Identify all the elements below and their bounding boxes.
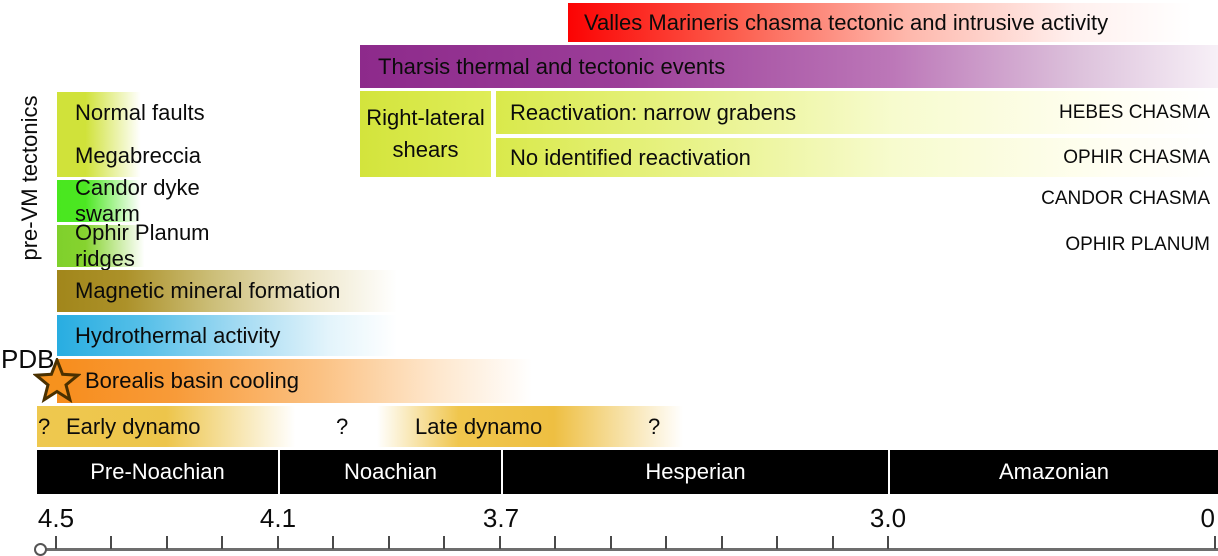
axis-tick: [887, 536, 890, 549]
ophir-chasma-label: OPHIR CHASMA: [1063, 146, 1210, 168]
axis-tick: [831, 536, 834, 549]
axis-tick: [720, 536, 723, 549]
axis-tick: [332, 536, 335, 549]
age-label-0: 0: [1200, 503, 1215, 533]
mid-dynamo-question-mark: ?: [336, 413, 349, 439]
age-label-3-7: 3.7: [482, 503, 520, 533]
axis-tick: [276, 536, 279, 549]
epoch-amazonian: Amazonian: [888, 450, 1218, 494]
hydrothermal-activity-label: Hydrothermal activity: [75, 322, 281, 348]
axis-tick: [221, 536, 224, 549]
ophir-planum-label: OPHIR PLANUM: [1065, 234, 1210, 255]
magnetic-mineral-formation-label: Magnetic mineral formation: [75, 278, 341, 303]
axis-tick: [1214, 536, 1216, 549]
axis-tick: [776, 536, 779, 549]
axis-tick: [55, 536, 57, 549]
axis-tick: [110, 536, 113, 549]
late-dynamo-label: Late dynamo: [415, 413, 543, 439]
epoch-pre-noachian: Pre-Noachian: [90, 459, 225, 484]
pre-vm-tectonics-group-label: pre-VM tectonics: [17, 95, 42, 261]
normal-faults-megabreccia-bar: Normal faults Megabreccia: [57, 92, 247, 177]
valles-marineris-activity-label: Valles Marineris chasma tectonic and int…: [584, 9, 1109, 35]
dynamo-bar: [37, 406, 717, 447]
tharsis-events-bar: Tharsis thermal and tectonic events: [360, 45, 1218, 88]
axis-origin-circle-icon: [34, 543, 47, 556]
epoch-hesperian: Hesperian: [501, 450, 888, 494]
normal-faults-label: Normal faults: [75, 100, 205, 126]
no-reactivation-bar: No identified reactivation OPHIR CHASMA: [496, 138, 1218, 177]
right-lateral-shears-bar: Right-lateral shears: [360, 91, 491, 177]
reactivation-grabens-label: Reactivation: narrow grabens: [510, 99, 797, 125]
candor-dyke-swarm-label: Candor dyke swarm: [75, 175, 200, 226]
no-reactivation-label: No identified reactivation: [510, 144, 751, 170]
epoch-noachian: Noachian: [278, 450, 501, 494]
megabreccia-label: Megabreccia: [75, 142, 201, 168]
axis-tick: [443, 536, 446, 549]
epoch-bar: Pre-Noachian Noachian Hesperian Amazonia…: [37, 450, 1218, 494]
borealis-basin-cooling-label: Borealis basin cooling: [85, 368, 300, 393]
pdb-label: PDB: [1, 344, 55, 374]
hebes-chasma-label: HEBES CHASMA: [1059, 101, 1210, 123]
age-label-4-1: 4.1: [259, 503, 297, 533]
tharsis-events-label: Tharsis thermal and tectonic events: [378, 53, 726, 79]
time-axis-line: [40, 548, 1218, 551]
axis-tick: [387, 536, 390, 549]
age-label-3-0: 3.0: [869, 503, 907, 533]
magnetic-mineral-formation-bar: Magnetic mineral formation: [57, 270, 397, 312]
axis-tick: [165, 536, 168, 549]
axis-tick: [498, 536, 501, 549]
candor-chasma-label: CANDOR CHASMA: [1041, 188, 1210, 209]
axis-tick: [609, 536, 612, 549]
right-lateral-shears-label: Right-lateral shears: [366, 105, 485, 162]
age-label-4-5: 4.5: [37, 503, 75, 533]
early-dynamo-question-mark: ?: [38, 413, 51, 439]
pdb-star-icon: [32, 355, 82, 406]
ophir-planum-ridges-label: Ophir Planum ridges: [75, 220, 210, 271]
valles-marineris-activity-bar: Valles Marineris chasma tectonic and int…: [568, 3, 1218, 42]
hydrothermal-activity-bar: Hydrothermal activity: [57, 315, 397, 356]
axis-tick: [665, 536, 668, 549]
candor-dyke-swarm-bar: Candor dyke swarm: [57, 175, 247, 226]
axis-tick: [554, 536, 557, 549]
reactivation-grabens-bar: Reactivation: narrow grabens HEBES CHASM…: [496, 91, 1218, 134]
late-dynamo-question-mark: ?: [648, 413, 661, 439]
borealis-basin-cooling-bar: Borealis basin cooling: [57, 359, 532, 403]
ophir-planum-ridges-bar: Ophir Planum ridges: [57, 220, 247, 271]
early-dynamo-label: Early dynamo: [66, 413, 201, 439]
